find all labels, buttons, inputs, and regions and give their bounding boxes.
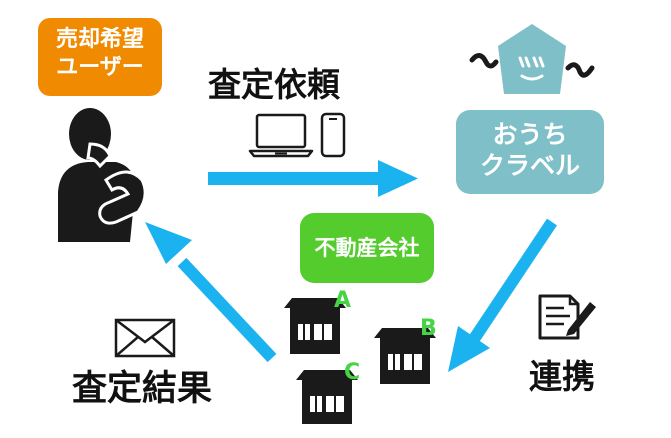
arrow-request (208, 160, 418, 197)
company-letter-b: B (420, 316, 437, 341)
company-letter-c: C (344, 360, 361, 385)
person-thinking-icon (58, 108, 147, 242)
seller-badge-line2: ユーザー (56, 54, 144, 80)
company-letter-a: A (334, 288, 352, 313)
arrow-link (448, 218, 557, 372)
laptop-icon (248, 113, 314, 158)
envelope-icon (114, 318, 176, 358)
seller-badge-line1: 売却希望 (55, 27, 144, 52)
service-badge-line1: おうち (492, 120, 568, 149)
service-badge: おうち クラベル (456, 110, 604, 194)
request-label: 査定依頼 (208, 65, 340, 104)
document-pen-icon (538, 294, 596, 340)
house-logo-icon (469, 24, 595, 94)
link-label: 連携 (529, 357, 595, 396)
arrow-result (145, 222, 277, 363)
seller-badge: 売却希望 ユーザー (38, 18, 162, 96)
building-c-icon (296, 370, 358, 424)
company-badge: 不動産会社 (300, 213, 434, 283)
smartphone-icon (320, 112, 346, 158)
building-b-icon (374, 328, 436, 384)
building-a-icon (284, 298, 346, 354)
result-label: 査定結果 (72, 369, 213, 409)
service-badge-line2: クラベル (479, 151, 580, 181)
company-badge-text: 不動産会社 (314, 236, 420, 260)
